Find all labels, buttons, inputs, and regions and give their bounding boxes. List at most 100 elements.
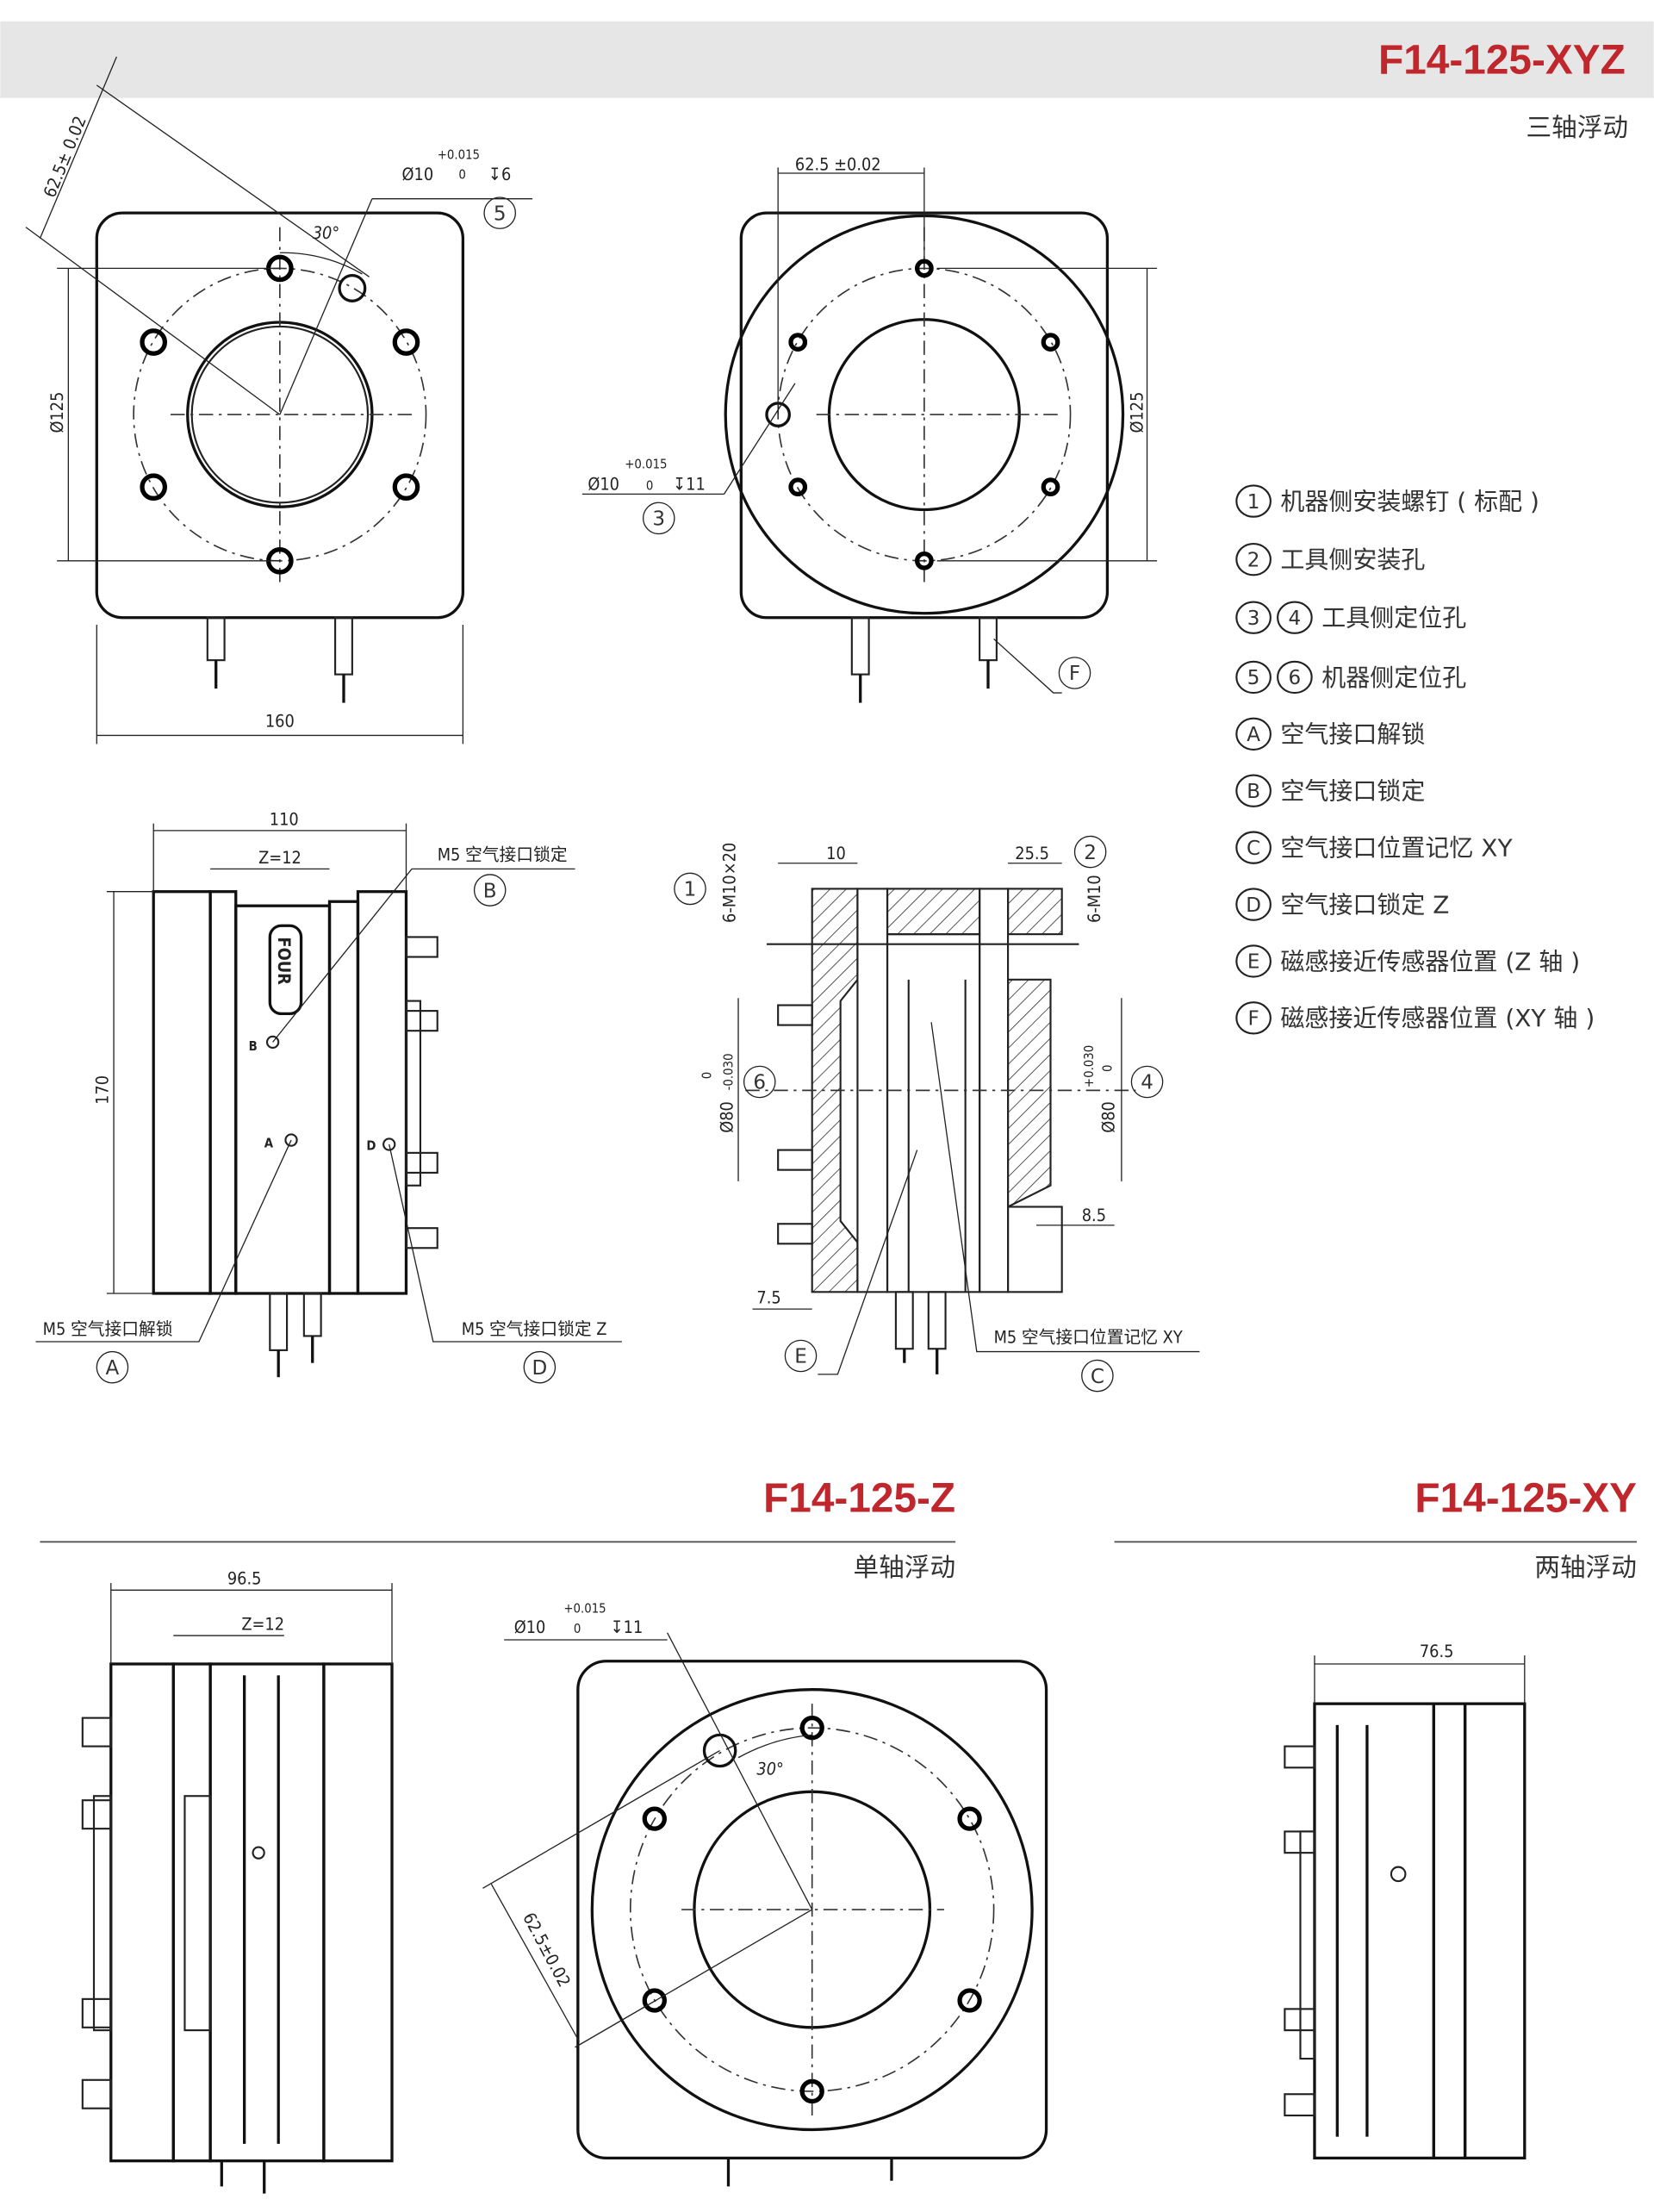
drawing-label: 5: [1247, 667, 1260, 689]
offset-dimension: 62.5 ±0.02: [795, 155, 881, 175]
page-subtitle: 三轴浮动: [1527, 112, 1629, 142]
angle-dimension: 30°: [313, 223, 340, 243]
legend-item: E 磁感接近传感器位置 (Z 轴 ): [1235, 944, 1580, 978]
hole-depth: ↧11: [611, 1617, 644, 1637]
drawing-label: 2: [1084, 842, 1097, 864]
legend-item: 2 工具侧安装孔: [1235, 542, 1425, 576]
drawing-label: 机器侧定位孔: [1321, 664, 1466, 692]
total-length-dimension: 110: [270, 809, 299, 829]
screw-right-label: 6-M10: [1085, 875, 1104, 923]
legend-item: 5 6 机器侧定位孔: [1235, 660, 1466, 695]
hole-depth: ↧6: [488, 165, 511, 184]
legend-item: F 磁感接近传感器位置 (XY 轴 ): [1235, 1001, 1595, 1035]
tolerance-upper: +0.015: [625, 458, 667, 472]
section-subtitle-xy: 两轴浮动: [1534, 1552, 1637, 1582]
drawing-label: -0.030: [721, 1053, 736, 1090]
legend-item: 3 4 工具侧定位孔: [1235, 601, 1466, 634]
legend-item: C 空气接口位置记忆 XY: [1235, 831, 1513, 864]
drawing-label: 空气接口锁定 Z: [1280, 890, 1449, 919]
port-d: D: [366, 1139, 376, 1154]
drawing-label: 2: [1247, 549, 1260, 571]
bubble-5-label: 5: [494, 203, 507, 225]
drawing-label: 1: [684, 879, 697, 901]
drawing-label: 空气接口锁定: [1280, 777, 1425, 806]
offset-dimension: 62.5±0.02: [519, 1910, 574, 1991]
width-dimension: 160: [265, 712, 295, 732]
legend-item: A 空气接口解锁: [1235, 717, 1425, 751]
drawing-label: E: [1247, 951, 1260, 974]
z-plan-view: Ø10 +0.015 0 ↧11 30° 62.5±0.02: [482, 1602, 1048, 2187]
hole-diameter: Ø10: [402, 165, 434, 184]
top-left-plan-view: 62.5± 0.02 30° Ø10 +0.015 0 ↧6 5 Ø125 16…: [25, 56, 533, 745]
dim-7-5: 7.5: [756, 1288, 780, 1308]
total-length-dimension: 76.5: [1420, 1642, 1454, 1661]
z-stroke-dimension: Z=12: [258, 848, 302, 868]
drawing-label: 4: [1141, 1072, 1153, 1094]
section-subtitle-z: 单轴浮动: [854, 1552, 956, 1582]
offset-dimension: 62.5± 0.02: [40, 113, 90, 200]
drawing-label: 3: [1247, 608, 1260, 630]
legend-item: D 空气接口锁定 Z: [1235, 888, 1450, 921]
dia-left: Ø80: [717, 1101, 737, 1133]
section-title-xy: F14-125-XY: [1415, 1476, 1637, 1522]
bubble-f-label: F: [1069, 663, 1080, 685]
drawing-label: A: [106, 1357, 120, 1380]
z-side-view: 96.5 Z=12: [81, 1569, 394, 2194]
drawing-label: B: [1247, 781, 1260, 803]
label-port-d: M5 空气接口锁定 Z: [462, 1319, 607, 1339]
label-port-a: M5 空气接口解锁: [43, 1319, 173, 1339]
legend: 1 机器侧安装螺钉 ( 标配 ) 2 工具侧安装孔 3 4 工具侧定位孔 5 6…: [1235, 484, 1595, 1035]
drawing-label: 机器侧安装螺钉 ( 标配 ): [1280, 487, 1539, 515]
hole-diameter: Ø10: [514, 1617, 546, 1637]
section-view: 1 6-M10×20 10 25.5 2 6-M10 Ø80 0 -0.030 …: [674, 835, 1200, 1393]
dim-8-5: 8.5: [1082, 1206, 1106, 1225]
label-port-b: M5 空气接口锁定: [438, 844, 568, 864]
drawing-label: 磁感接近传感器位置 (XY 轴 ): [1280, 1004, 1595, 1032]
side-view: FOUR B A D 110 Z=12 170 M5 空气接口锁定 B M5 空…: [35, 809, 622, 1384]
dim-25-5: 25.5: [1015, 844, 1049, 863]
logo: FOUR: [274, 937, 294, 985]
drawing-label: 6: [1289, 667, 1302, 689]
tolerance-upper: +0.015: [438, 148, 480, 163]
screw-left-label: 6-M10×20: [720, 843, 740, 923]
section-title-z: F14-125-Z: [763, 1476, 955, 1522]
page-title: F14-125-XYZ: [1378, 38, 1626, 84]
dia-right: Ø80: [1099, 1101, 1119, 1133]
height-dimension: 170: [92, 1075, 112, 1105]
drawing-label: C: [1091, 1366, 1104, 1388]
drawing-label: B: [483, 880, 497, 902]
label-port-c: M5 空气接口位置记忆 XY: [994, 1328, 1183, 1348]
dim-10: 10: [826, 844, 846, 863]
drawing-label: 0: [700, 1072, 715, 1079]
drawing-label: 空气接口位置记忆 XY: [1280, 834, 1513, 863]
drawing-label: F: [1247, 1008, 1259, 1031]
port-a: A: [264, 1136, 274, 1150]
drawing-label: 4: [1289, 608, 1302, 630]
angle-dimension: 30°: [756, 1760, 784, 1779]
drawing-label: 0: [1100, 1064, 1115, 1071]
drawing-label: E: [794, 1346, 807, 1368]
total-length-dimension: 96.5: [227, 1569, 262, 1589]
legend-item: B 空气接口锁定: [1235, 774, 1425, 807]
bubble-5: [483, 196, 517, 229]
drawing-label: A: [1247, 724, 1260, 746]
drawing-label: 工具侧安装孔: [1280, 545, 1425, 574]
hole-diameter: Ø10: [588, 474, 619, 494]
drawing-label: 1: [1247, 491, 1260, 514]
top-right-plan-view: 62.5 ±0.02 Ø125 Ø10 +0.015 0 ↧11 3 F: [581, 155, 1158, 703]
drawing-label: D: [1246, 894, 1261, 917]
port-b: B: [249, 1039, 258, 1054]
xy-side-view: 76.5: [1284, 1642, 1527, 2160]
tolerance-upper: +0.015: [563, 1602, 606, 1617]
drawing-label: D: [532, 1357, 547, 1380]
drawing-label: C: [1247, 838, 1260, 860]
drawing-label: +0.030: [1082, 1045, 1097, 1087]
pcd-dimension: Ø125: [47, 392, 67, 433]
legend-item: 1 机器侧安装螺钉 ( 标配 ): [1235, 484, 1539, 518]
hole-depth: ↧11: [673, 474, 706, 494]
tolerance-lower: 0: [574, 1622, 581, 1636]
z-stroke-dimension: Z=12: [241, 1614, 284, 1634]
drawing-label: 6: [753, 1072, 766, 1094]
header-band: [0, 21, 1654, 98]
